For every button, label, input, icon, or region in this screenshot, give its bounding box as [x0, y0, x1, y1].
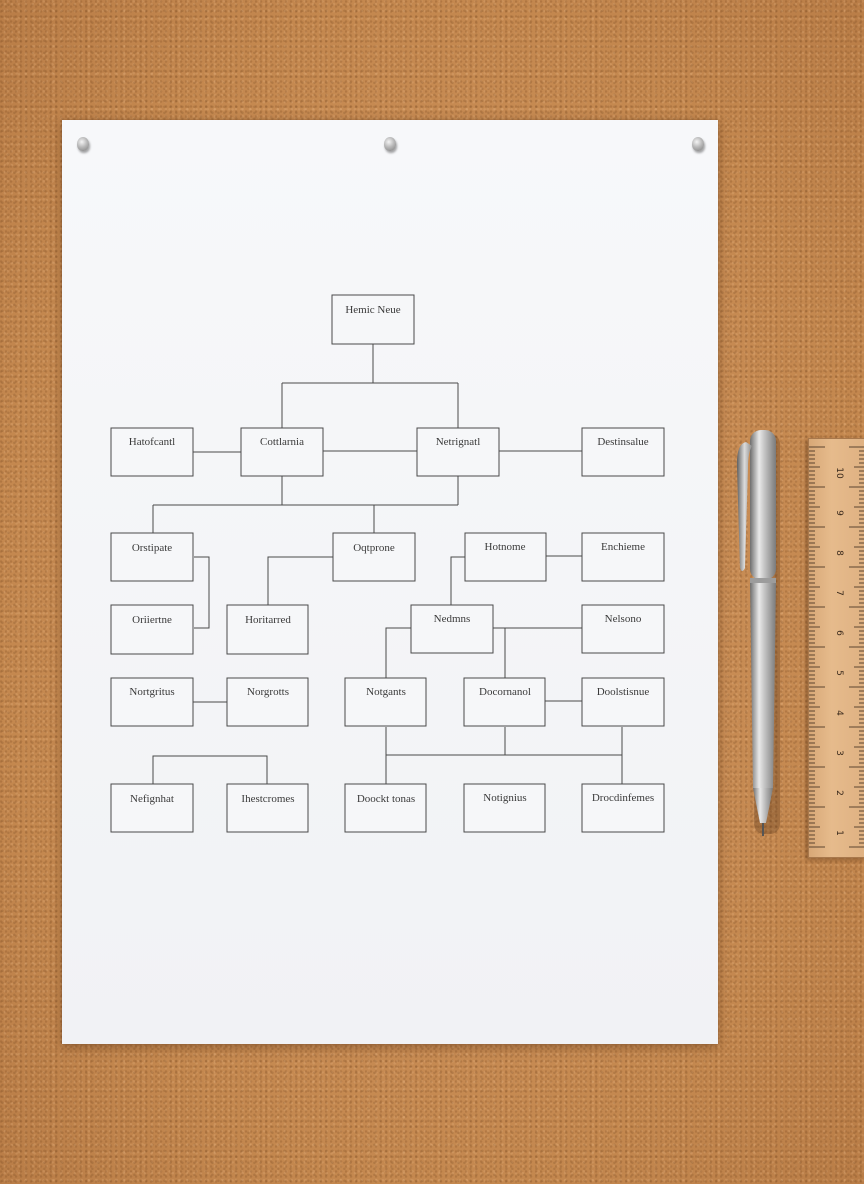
node-box [410, 604, 494, 654]
node-box [226, 604, 309, 655]
node-label: Notgants [366, 686, 406, 698]
node-box [581, 604, 665, 654]
node-box [463, 783, 546, 833]
node-label: Nefignhat [130, 793, 174, 805]
node-label: Nortgritus [129, 686, 174, 698]
ruler-number: 8 [834, 550, 844, 556]
pushpin-center [384, 137, 396, 151]
node-label-root: Hemic Neue [345, 304, 400, 316]
node-labels: Hemic Neue Hatofcantl Cottlarnia Netrign… [129, 304, 654, 805]
ruler-number: 7 [834, 590, 844, 596]
node-box [110, 532, 194, 582]
pushpin-right [692, 137, 704, 151]
ruler-number: 5 [834, 670, 844, 676]
node-label: Norgrotts [247, 686, 289, 698]
node-label: Docornanol [479, 686, 531, 698]
connector-lines [152, 344, 623, 784]
node-label: Oriiertne [132, 614, 172, 626]
node-label: Nelsono [605, 613, 642, 625]
node-box [581, 783, 665, 833]
ruler-number: 4 [834, 710, 844, 716]
node-label: Netrignatl [436, 436, 481, 448]
node-label: Oqtprone [353, 542, 395, 554]
ruler-number: 10 [834, 467, 844, 479]
node-box [344, 677, 427, 727]
ruler-number: 3 [834, 750, 844, 756]
ruler-number: 6 [834, 630, 844, 636]
node-box [463, 677, 546, 727]
node-label: Drocdinfemes [592, 792, 654, 804]
node-label: Orstipate [132, 542, 172, 554]
node-box [226, 677, 309, 727]
node-box [110, 783, 194, 833]
node-box [464, 532, 547, 582]
node-box [110, 677, 194, 727]
node-box [226, 783, 309, 833]
pen [736, 430, 780, 836]
node-label: Enchieme [601, 541, 645, 553]
ruler: 10 9 8 7 6 5 4 3 2 1 [808, 438, 864, 858]
node-box [110, 427, 194, 477]
ruler-number: 9 [834, 510, 844, 516]
pushpin-left [77, 137, 89, 151]
node-label: Doolstisnue [597, 686, 650, 698]
node-box [581, 427, 665, 477]
ruler-number: 2 [834, 790, 844, 796]
node-label: Nedmns [434, 613, 471, 625]
node-box [331, 294, 415, 345]
node-box [581, 532, 665, 582]
node-box [344, 783, 427, 833]
node-box [332, 532, 416, 582]
node-label: Cottlarnia [260, 436, 304, 448]
paper-sheet [62, 120, 718, 1044]
node-boxes [110, 294, 665, 833]
node-box [416, 427, 500, 477]
node-box [240, 427, 324, 477]
node-box [581, 677, 665, 727]
ruler-number: 1 [834, 830, 844, 836]
node-label: Horitarred [245, 614, 291, 626]
node-label: Hotnome [485, 541, 526, 553]
node-label: Ihestcromes [241, 793, 294, 805]
node-label: Destinsalue [597, 436, 648, 448]
node-label: Doockt tonas [357, 793, 415, 805]
node-box [110, 604, 194, 655]
node-label: Hatofcantl [129, 436, 175, 448]
node-label: Notignius [483, 792, 526, 804]
